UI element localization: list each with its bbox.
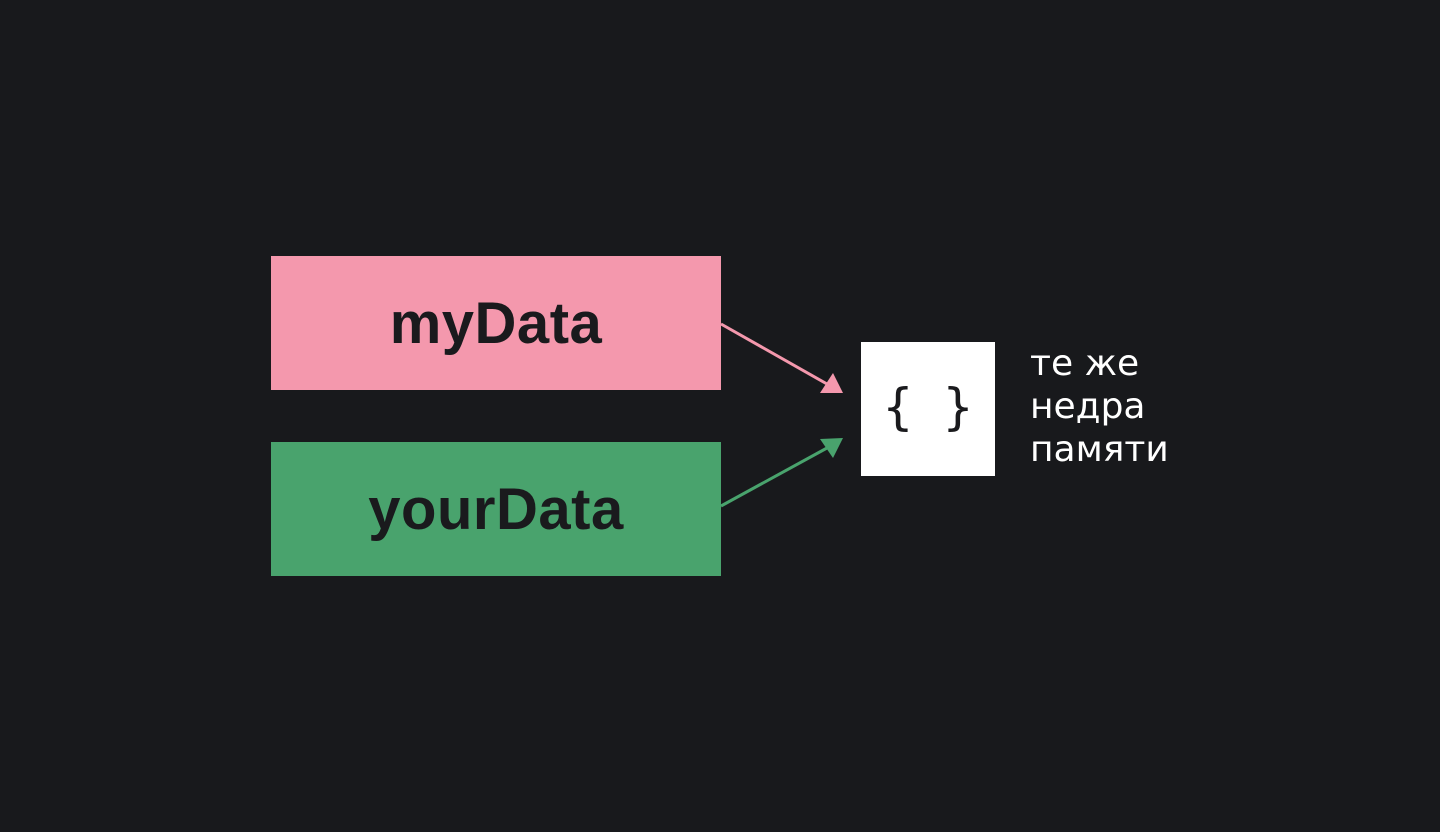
memory-label-line-2: недра xyxy=(1030,386,1146,427)
variable-label-yourdata: yourData xyxy=(368,476,624,542)
variable-label-mydata: myData xyxy=(389,290,603,356)
object-braces: { } xyxy=(882,378,974,436)
object-box: { } xyxy=(861,342,995,476)
arrowhead-yourdata xyxy=(820,438,843,458)
memory-label: те же недра памяти xyxy=(1030,342,1330,471)
arrow-yourdata-to-object xyxy=(720,446,828,508)
variable-box-yourdata: yourData xyxy=(271,442,721,576)
variable-box-mydata: myData xyxy=(271,256,721,390)
memory-label-line-1: те же xyxy=(1030,343,1140,384)
arrow-mydata-to-object xyxy=(720,322,828,386)
memory-label-line-3: памяти xyxy=(1030,429,1169,470)
arrowhead-mydata xyxy=(820,373,843,393)
